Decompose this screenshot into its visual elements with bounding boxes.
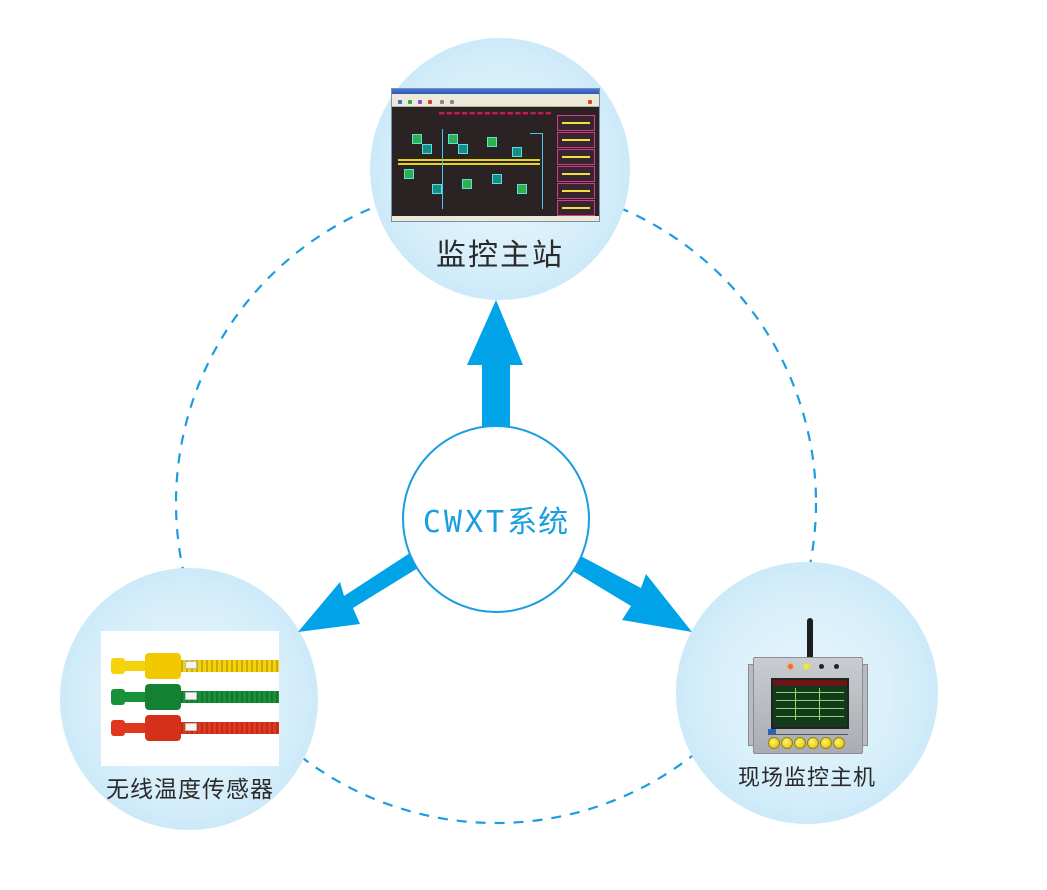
monitoring-station-label: 监控主站 [436,238,564,273]
toolbar-icon [418,100,422,104]
toolbar-icon [450,100,454,104]
status-panel [557,149,595,165]
status-panel [557,115,595,131]
arrow-to-field-host [568,553,692,632]
center-node: CWXT系统 [402,425,590,613]
host-key-button [781,737,793,749]
host-key-button [833,737,845,749]
status-panel [557,132,595,148]
host-key-button [794,737,806,749]
center-label-latin: CWXT [422,505,508,540]
window-menubar [392,94,599,98]
arrow-to-sensor [298,553,418,632]
monitoring-software-screenshot: ▬▬▬▬▬▬▬▬▬▬▬▬▬▬▬ [391,88,600,222]
feeder-switch [404,169,414,179]
power-led [788,664,793,669]
wire [530,133,542,134]
feeder-switch [432,184,442,194]
toolbar-icon [588,100,592,104]
wire [542,133,543,209]
window-statusbar [392,216,599,221]
antenna-icon [807,618,813,660]
run-led [804,664,809,669]
feeder-switch [412,134,422,144]
sensor-yellow [111,653,279,679]
field-host-label: 现场监控主机 [737,766,876,791]
toolbar-icon [408,100,412,104]
sensor-label: 无线温度传感器 [106,777,274,803]
feeder-switch [458,144,468,154]
brand-strip [768,729,848,735]
sensor-product-photo [101,631,279,766]
feeder-switch [448,134,458,144]
host-key-button [820,737,832,749]
feeder-switch [517,184,527,194]
status-panel [557,183,595,199]
toolbar-icon [440,100,444,104]
status-panel [557,166,595,182]
center-label-cjk: 系统 [507,505,570,540]
feeder-switch [422,144,432,154]
host-lcd-screen [771,678,849,729]
feeder-switch [462,179,472,189]
busbar [398,163,540,165]
center-label: CWXT系统 [423,497,569,541]
host-key-button [807,737,819,749]
feeder-switch [492,174,502,184]
toolbar-icon [428,100,432,104]
feeder-switch [487,137,497,147]
feeder-switch [512,147,522,157]
arrow-to-monitoring-station [467,300,523,432]
busbar [398,159,540,161]
scada-banner: ▬▬▬▬▬▬▬▬▬▬▬▬▬▬▬ [438,109,553,117]
alarm-led [819,664,824,669]
toolbar-icon [398,100,402,104]
fault-led [834,664,839,669]
window-toolbar [392,98,599,107]
wire [442,129,443,209]
status-panel [557,200,595,216]
host-key-button [768,737,780,749]
host-device-photo [753,657,863,754]
window-titlebar [392,89,599,94]
sensor-green [111,684,279,710]
sensor-red [111,715,279,741]
